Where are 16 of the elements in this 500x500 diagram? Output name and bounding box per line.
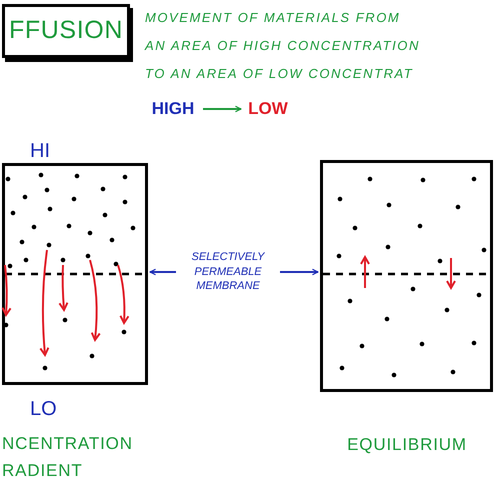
concentration-word: HIGH [152,98,194,120]
box-caption: EQUILIBRIUM [346,434,468,456]
concentration-word: LOW [248,98,288,120]
box-caption: NCENTRATION RADIENT [2,433,134,482]
container-box [320,160,493,392]
container-box [2,163,148,385]
definition-text: TO AN AREA OF LOW CONCENTRAT [145,65,414,83]
definition-text: MOVEMENT OF MATERIALS FROM [145,9,400,27]
arrow [203,106,242,112]
membrane-label: SELECTIVELY PERMEABLE MEMBRANE [190,250,266,294]
arrow [149,268,176,276]
title-text: FFUSION [8,15,124,46]
gradient-end-label: HI [30,139,51,164]
arrow [280,268,319,276]
gradient-end-label: LO [30,397,58,422]
definition-text: AN AREA OF HIGH CONCENTRATION [145,37,420,55]
